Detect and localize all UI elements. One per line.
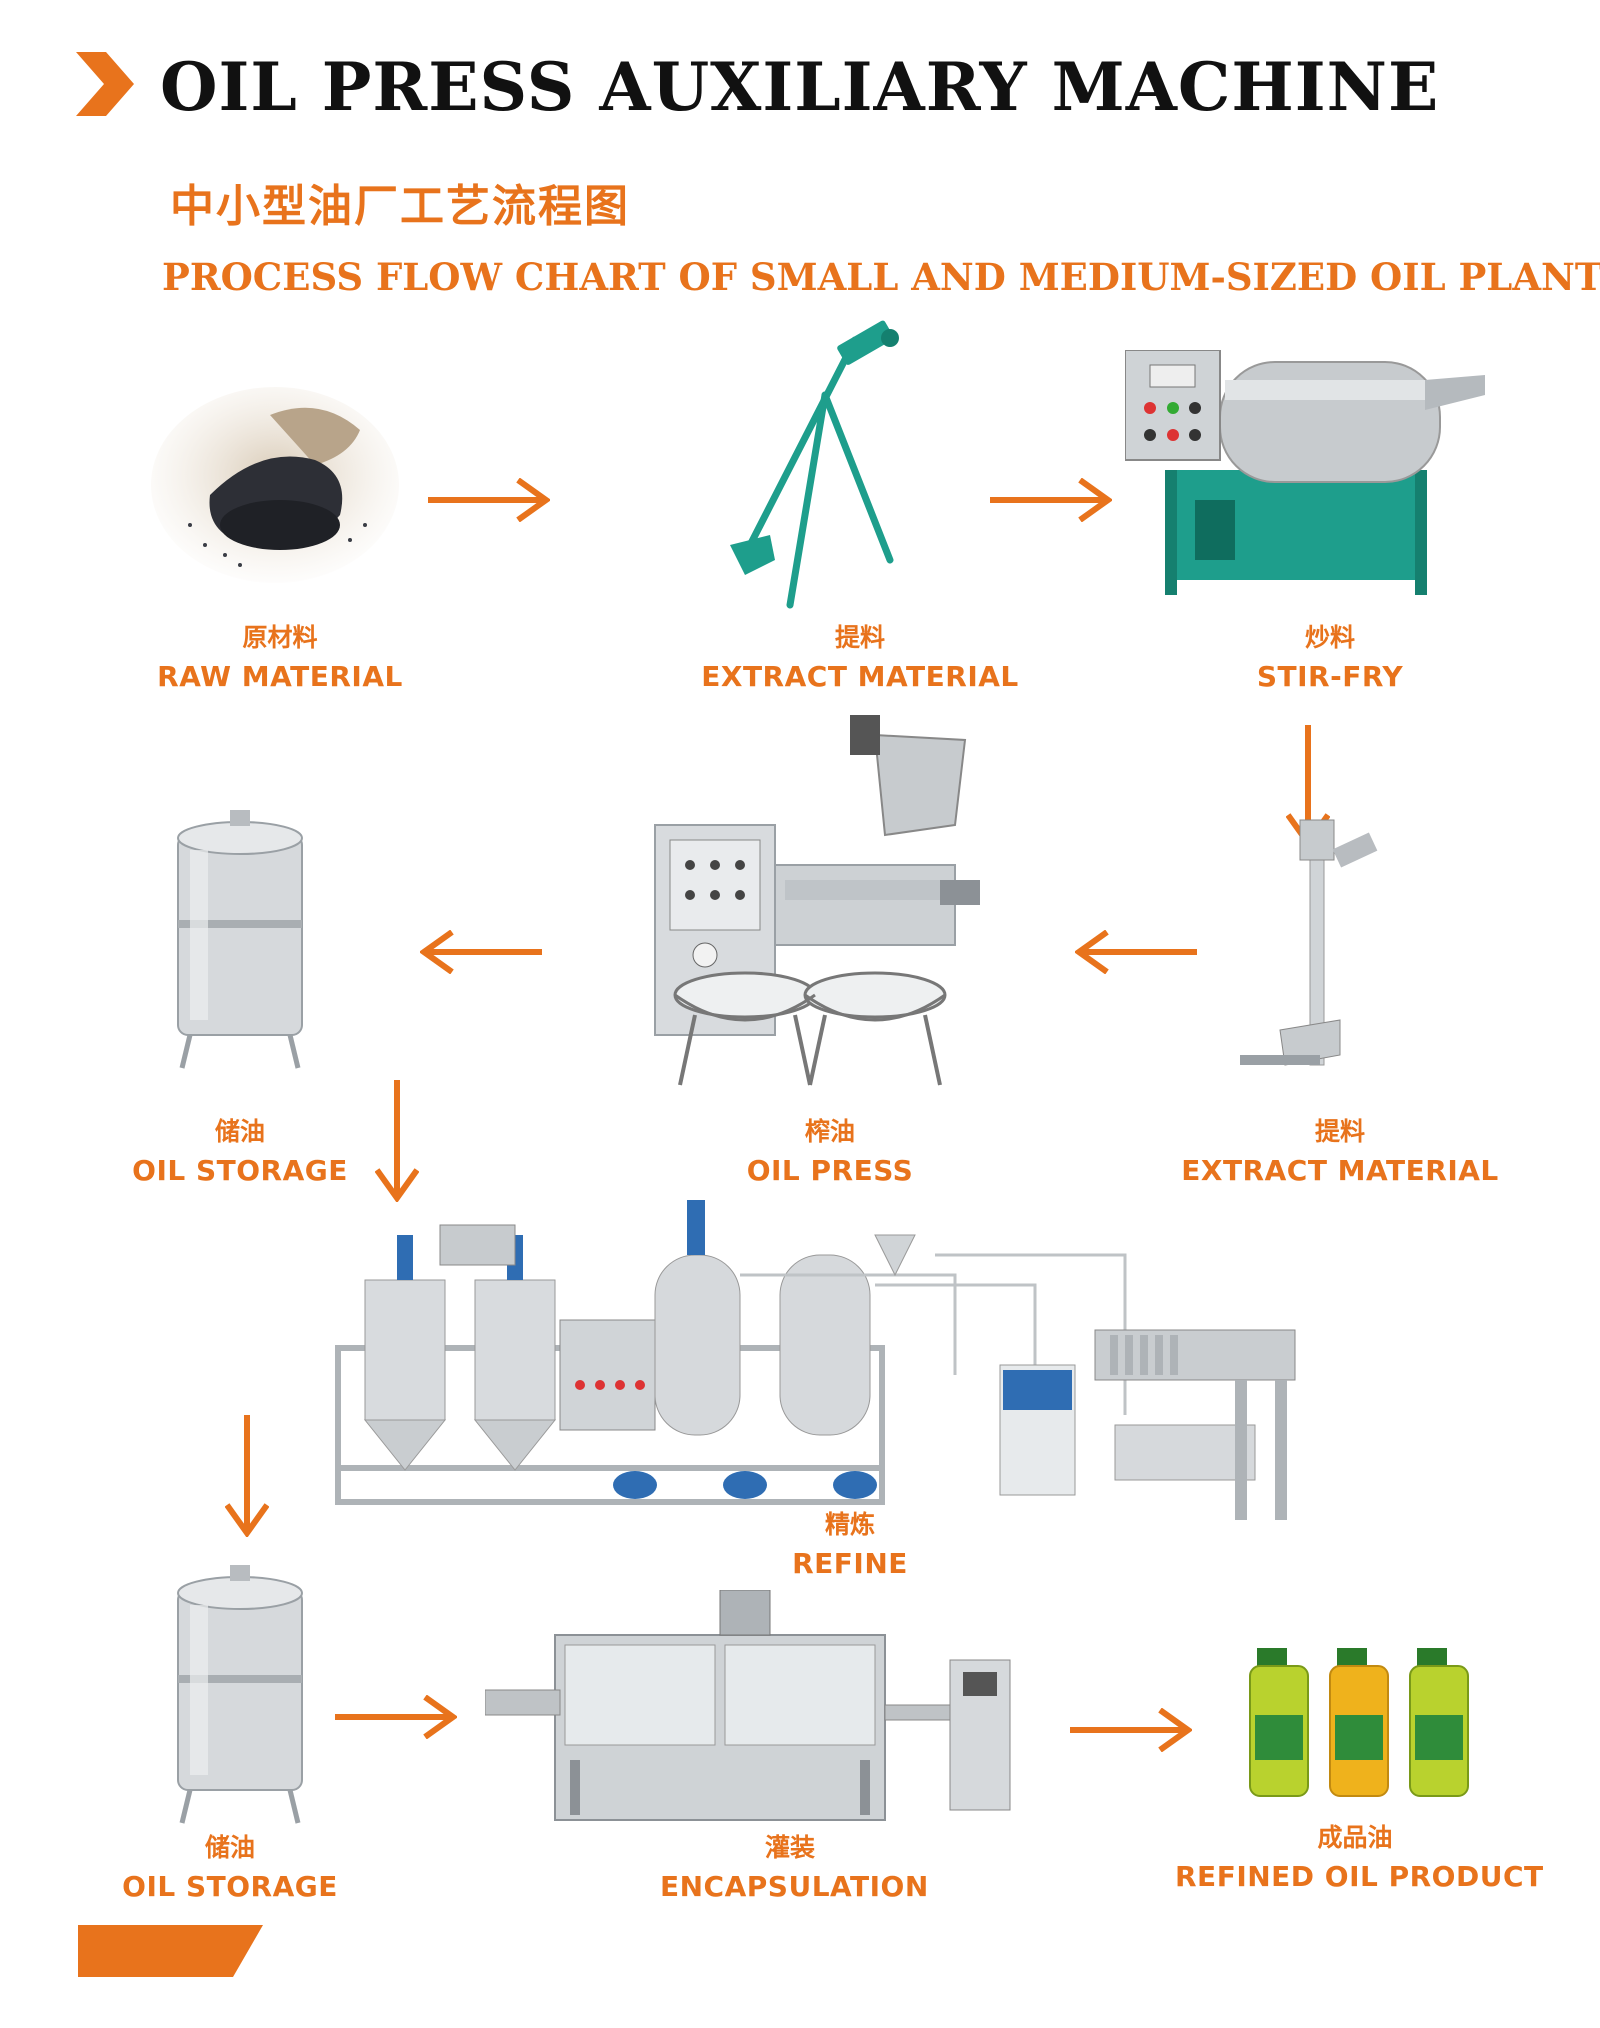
oil-bottles-image [1249, 1648, 1469, 1797]
flow-chart-title-en: PROCESS FLOW CHART OF SMALL AND MEDIUM-S… [162, 255, 1600, 299]
arrow-right-icon [335, 1695, 457, 1739]
chevron-right-icon [76, 52, 134, 116]
refinery-line-image [335, 1200, 1296, 1520]
arrow-right-icon [990, 478, 1112, 522]
storage-tank-image [177, 1565, 303, 1824]
vertical-elevator-image [1240, 819, 1378, 1066]
arrow-right-icon [1070, 1708, 1192, 1752]
roaster-machine-image [1125, 350, 1485, 595]
page-title: OIL PRESS AUXILIARY MACHINE [160, 48, 1440, 126]
arrow-down-icon [375, 1080, 419, 1202]
arrow-right-icon [428, 478, 550, 522]
storage-tank-image [177, 810, 303, 1069]
oil-press-machine-image [654, 715, 980, 1086]
flow-chart-title-cn: 中小型油厂工艺流程图 [170, 181, 630, 232]
screw-conveyor-image [730, 320, 899, 609]
filling-machine-image [485, 1590, 1011, 1821]
arrow-left-icon [420, 930, 542, 974]
decorative-bottom-tab [78, 1925, 263, 1977]
arrow-left-icon [1075, 930, 1197, 974]
raw-material-image [151, 387, 399, 583]
arrow-down-icon [225, 1415, 269, 1537]
